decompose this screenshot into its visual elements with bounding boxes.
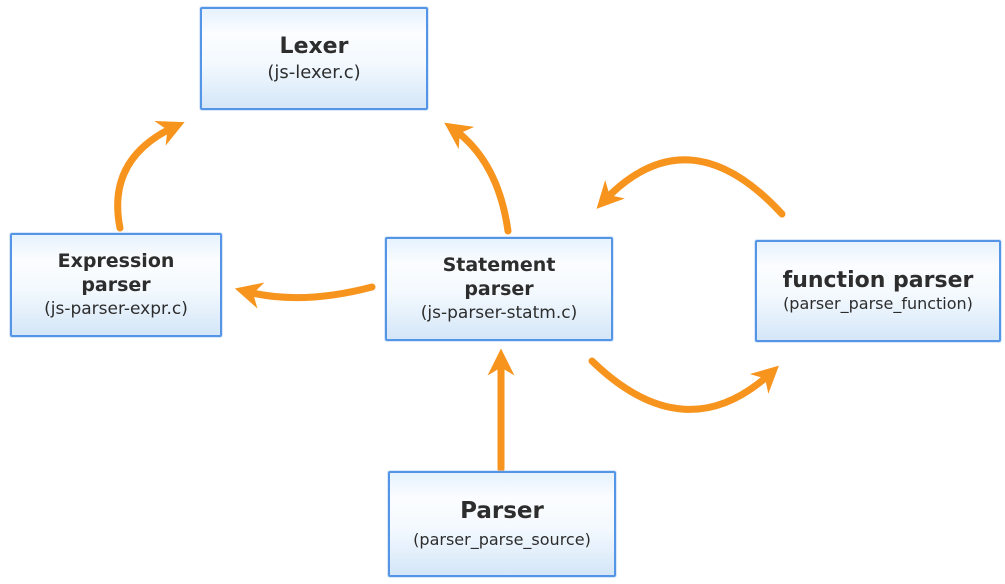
node-statement-parser: Statement parser (js-parser-statm.c) [385, 237, 613, 341]
node-function-parser-title: function parser [782, 267, 974, 293]
arrow-statement-parser-to-expression-parser [234, 282, 376, 309]
node-parser: Parser (parser_parse_source) [388, 471, 616, 577]
node-expression-parser-title: Expression parser [57, 250, 175, 296]
node-lexer: Lexer (js-lexer.c) [200, 7, 428, 110]
arrow-function-parser-to-statement-parser [596, 156, 786, 218]
node-parser-subtitle: (parser_parse_source) [413, 529, 591, 549]
node-lexer-subtitle: (js-lexer.c) [267, 61, 361, 83]
node-statement-parser-subtitle: (js-parser-statm.c) [420, 302, 578, 323]
node-expression-parser-subtitle: (js-parser-expr.c) [44, 298, 188, 319]
arrow-statement-parser-to-function-parser [588, 357, 779, 413]
node-expression-parser: Expression parser (js-parser-expr.c) [10, 233, 222, 337]
arrow-expression-parser-to-lexer [114, 121, 185, 232]
node-function-parser-subtitle: (parser_parse_function) [783, 294, 973, 314]
node-function-parser: function parser (parser_parse_function) [755, 240, 1001, 342]
node-lexer-title: Lexer [279, 34, 349, 60]
arrow-statement-parser-to-lexer [444, 122, 512, 235]
node-parser-title: Parser [460, 498, 544, 525]
node-statement-parser-title: Statement parser [442, 254, 556, 300]
